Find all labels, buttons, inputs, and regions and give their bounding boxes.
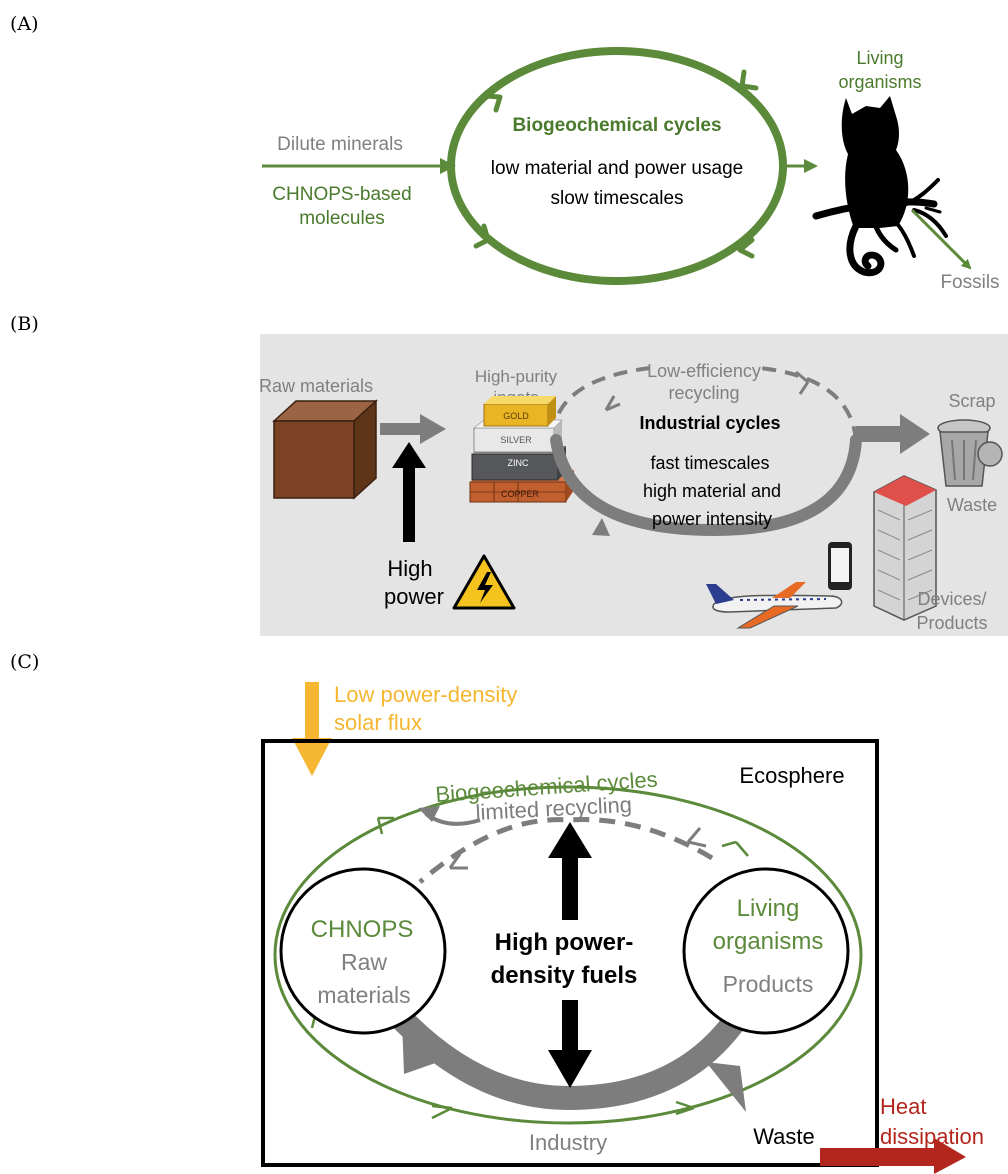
industrial-cycle-arc xyxy=(550,434,862,537)
heat-dissipation-arrow xyxy=(820,1138,966,1174)
high-power-line1: High xyxy=(387,556,432,581)
recycling-dashed-arc xyxy=(554,366,858,441)
scrap-label: Scrap xyxy=(948,391,995,411)
raw-to-ingots-arrow xyxy=(380,414,446,444)
output-arrow xyxy=(784,159,818,173)
industry-waste-arrowhead xyxy=(706,1062,746,1112)
cat-silhouette-icon xyxy=(812,96,948,277)
industry-chevron xyxy=(402,1022,444,1074)
raw-materials-label: Raw materials xyxy=(259,376,373,396)
recycling-chevron-left xyxy=(604,395,621,412)
panel-a: (A) Dilute minerals CHNOPS-based molecul… xyxy=(10,13,1000,293)
heat-line1: Heat xyxy=(880,1094,926,1119)
fast-timescales-label: fast timescales xyxy=(650,453,769,473)
biogeochemical-cycles-title: Biogeochemical cycles xyxy=(512,115,721,136)
panel-b-label: (B) xyxy=(10,313,39,335)
chnops-molecules-line1: CHNOPS-based xyxy=(272,184,411,205)
zinc-bar-label: ZINC xyxy=(508,458,529,468)
devices-line1: Devices/ xyxy=(917,589,986,609)
trash-can-icon xyxy=(937,419,1003,487)
biogeochemical-cycle-ring xyxy=(447,47,787,285)
gold-bar-label: GOLD xyxy=(503,411,529,421)
industry-label: Industry xyxy=(529,1130,607,1155)
panel-a-label: (A) xyxy=(10,13,39,35)
high-power-arrow xyxy=(392,442,426,542)
raw-materials-node xyxy=(279,867,447,1035)
low-material-label: low material and power usage xyxy=(491,158,743,179)
low-efficiency-line1: Low-efficiency xyxy=(647,361,761,381)
panel-c: (C) Low power-density solar flux Ecosphe… xyxy=(10,651,984,1174)
industrial-cycle-chevron xyxy=(592,518,610,536)
ecosphere-box xyxy=(261,739,879,1167)
fuels-line2: density fuels xyxy=(491,962,638,989)
high-power-line2: power xyxy=(384,584,444,609)
airplane-icon xyxy=(706,582,843,629)
fuels-line1: High power- xyxy=(495,929,634,956)
waste-arrow xyxy=(856,414,930,454)
power-intensity-label: power intensity xyxy=(652,509,772,529)
raw-line1: Raw xyxy=(341,949,387,975)
fuels-down-arrow xyxy=(548,1000,592,1088)
recycling-chevron-c2 xyxy=(686,827,707,848)
input-arrow xyxy=(262,158,456,174)
fossils-arrow xyxy=(910,208,972,270)
high-purity-line1: High-purity xyxy=(475,367,558,386)
chnops-molecules-line2: molecules xyxy=(299,208,385,229)
living-line2: organisms xyxy=(713,928,824,955)
recycling-chevron-right xyxy=(795,370,810,395)
industrial-cycles-title: Industrial cycles xyxy=(639,413,780,433)
waste-label: Waste xyxy=(947,495,997,515)
cycle-chevrons xyxy=(473,69,759,259)
copper-bar-label: COPPER xyxy=(501,489,540,499)
living-organisms-line2: organisms xyxy=(838,72,921,92)
solar-flux-line1: Low power-density xyxy=(334,682,517,707)
living-line1: Living xyxy=(737,895,800,922)
heat-line2: dissipation xyxy=(880,1124,984,1149)
products-node xyxy=(682,867,850,1035)
building-icon xyxy=(873,475,937,621)
living-organisms-line1: Living xyxy=(856,48,903,68)
solar-flux-arrow xyxy=(292,682,332,776)
gold-bar-icon xyxy=(483,396,556,427)
biogeochemical-ellipse xyxy=(273,785,863,1125)
smartphone-icon xyxy=(828,542,852,590)
fuels-up-arrow xyxy=(548,822,592,920)
panel-b: (B) Raw materials High power High-purity… xyxy=(10,313,1008,636)
dilute-minerals-label: Dilute minerals xyxy=(277,134,403,155)
slow-timescales-label: slow timescales xyxy=(550,188,683,209)
panel-c-label: (C) xyxy=(10,651,39,673)
solar-flux-line2: solar flux xyxy=(334,710,422,735)
ecosphere-label: Ecosphere xyxy=(739,763,844,788)
industry-arc xyxy=(376,994,757,1111)
raw-materials-cube-icon xyxy=(272,399,378,500)
raw-line2: materials xyxy=(317,982,410,1008)
recycling-return-head xyxy=(418,806,440,822)
recycling-chevron-c1 xyxy=(448,853,468,870)
high-material-label: high material and xyxy=(643,481,781,501)
waste-c-label: Waste xyxy=(753,1124,815,1149)
low-efficiency-line2: recycling xyxy=(668,383,739,403)
products-label: Products xyxy=(723,971,814,997)
devices-line2: Products xyxy=(916,613,987,633)
high-voltage-warning-icon xyxy=(452,554,516,610)
chnops-label: CHNOPS xyxy=(311,916,414,943)
silver-bar-label: SILVER xyxy=(500,435,532,445)
fossils-label: Fossils xyxy=(940,272,999,293)
